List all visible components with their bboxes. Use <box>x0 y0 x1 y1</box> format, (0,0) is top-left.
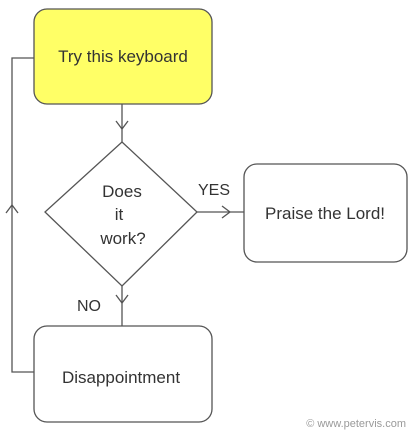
edge-loop-back <box>11 57 34 373</box>
start-node-label: Try this keyboard <box>58 47 188 66</box>
decision-line-3: work? <box>99 229 145 248</box>
arrowhead-right <box>221 205 232 219</box>
arrowhead-down-1 <box>115 120 129 131</box>
arrowhead-down-2 <box>115 294 129 305</box>
arrowhead-up <box>5 203 19 214</box>
decision-line-1: Does <box>102 182 142 201</box>
no-outcome-node <box>33 325 213 423</box>
decision-node <box>44 141 198 287</box>
yes-outcome-node <box>243 163 408 263</box>
start-node <box>33 8 213 105</box>
yes-outcome-label: Praise the Lord! <box>265 204 385 223</box>
yes-edge-label: YES <box>198 182 230 199</box>
decision-line-2: it <box>115 205 124 224</box>
connectors <box>5 57 244 373</box>
no-outcome-label: Disappointment <box>62 368 180 387</box>
no-edge-label: NO <box>77 298 101 315</box>
copyright-text: © www.petervis.com <box>306 418 406 430</box>
